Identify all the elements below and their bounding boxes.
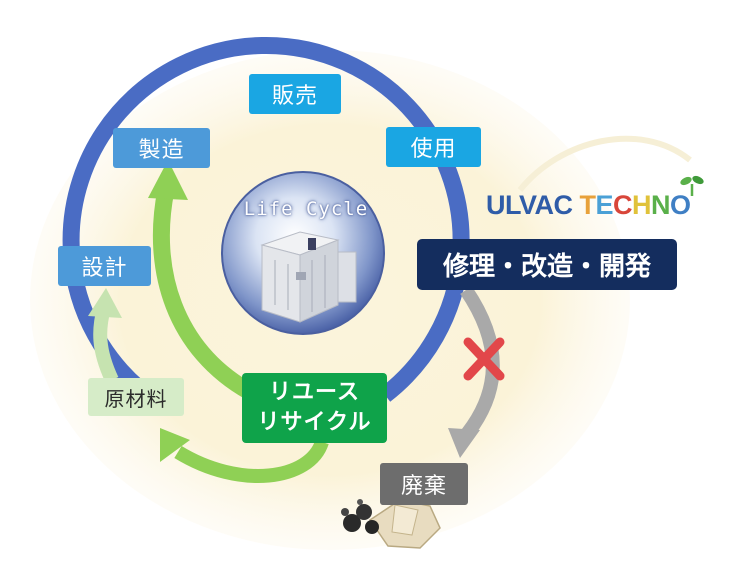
disposal-arrow-head [448, 428, 480, 458]
node-repair: 修理・改造・開発 [417, 239, 677, 290]
node-reuse-recycle: リユース リサイクル [242, 373, 387, 443]
ulvac-techno-logo: ULVAC TECHNO [486, 190, 691, 221]
logo-letter: H [632, 190, 652, 220]
logo-letter: O [670, 190, 691, 220]
raw-to-design-arrow-head [88, 288, 122, 318]
reuse-to-manufacturing-arrow-head [148, 160, 188, 200]
life-cycle-title: Life Cycle [243, 198, 369, 220]
stop-cross-icon [463, 337, 505, 381]
sprout-icon [680, 175, 704, 196]
vacuum-equipment-image [260, 231, 357, 323]
node-usage: 使用 [386, 127, 481, 167]
logo-letter: T [579, 190, 597, 220]
node-raw-materials: 原材料 [88, 378, 184, 416]
logo-letter: C [613, 190, 633, 220]
reuse-to-raw-arrow-head [160, 428, 190, 462]
logo-ulvac-text: ULVAC [486, 190, 580, 220]
node-design: 設計 [58, 246, 151, 286]
node-manufacturing: 製造 [113, 128, 210, 168]
background-swoosh [517, 135, 692, 192]
logo-letter: N [651, 190, 671, 220]
logo-letter: E [595, 190, 614, 220]
reuse-to-raw-arrow-shaft [174, 439, 329, 483]
node-sales: 販売 [249, 74, 341, 114]
node-disposal: 廃棄 [380, 463, 468, 505]
reuse-to-manufacturing-arrow-shaft [152, 188, 255, 400]
